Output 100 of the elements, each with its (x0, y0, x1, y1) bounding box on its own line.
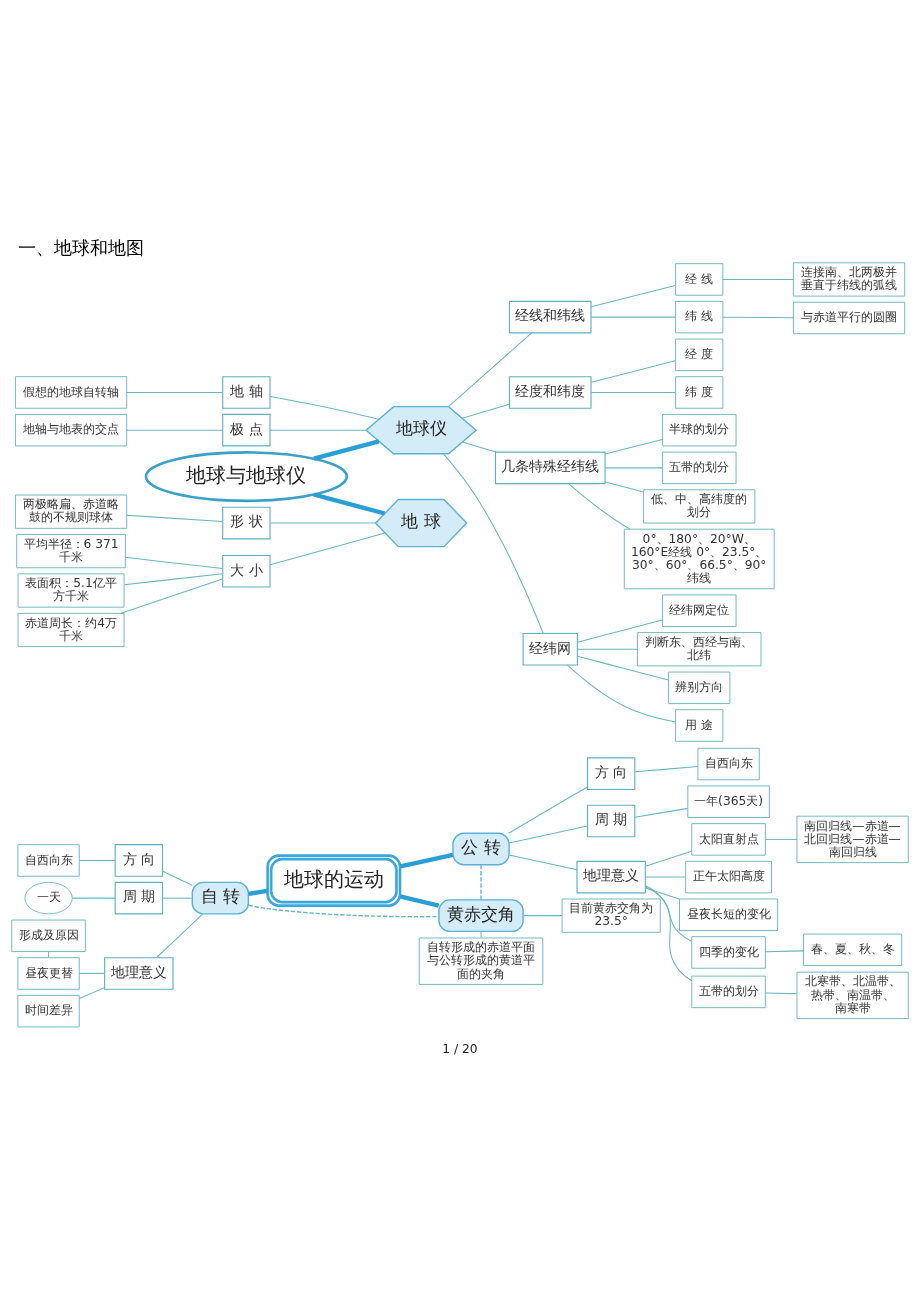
connector (269, 532, 386, 566)
label: 1 / 20 (442, 1041, 478, 1056)
connector (604, 481, 644, 493)
connector (577, 655, 669, 681)
node-box: 自 转 (191, 881, 250, 915)
connector (126, 391, 223, 393)
connector (480, 931, 482, 939)
connector (567, 664, 676, 723)
connector (448, 332, 532, 407)
connector (78, 972, 105, 974)
node-box: 经 度 (675, 338, 724, 372)
node-box: 假想的地球自转轴 (14, 376, 128, 409)
node-box: 形成及原因 (11, 919, 86, 953)
connector (634, 807, 689, 818)
node-box: 极 点 (222, 413, 271, 447)
node-box: 经线和纬线 (508, 300, 592, 334)
node-box: 平均半径：6 371千米 (16, 533, 126, 569)
connector (126, 514, 223, 523)
node-box: 纬 度 (675, 376, 724, 409)
node-box: 判断东、西经与南、北纬 (636, 632, 762, 667)
connector (156, 913, 204, 959)
connector (508, 786, 588, 834)
connector (764, 838, 798, 840)
node-box: 两极略扁、赤道略鼓的不规则球体 (14, 494, 128, 529)
node-box: 昼夜长短的变化 (679, 898, 779, 931)
node-box: 地 轴 (222, 376, 271, 409)
node-box: 表面积：5.1亿平方千米 (17, 573, 125, 608)
connector (247, 904, 440, 918)
connector (644, 886, 693, 942)
connector (644, 876, 686, 878)
connector (269, 522, 376, 524)
connector (644, 887, 680, 900)
node-box: 辨别方向 (668, 671, 731, 705)
connector (576, 648, 638, 650)
node-box: 赤道周长：约4万千米 (17, 612, 125, 648)
connector (461, 403, 510, 419)
connector (764, 992, 798, 995)
node-box: 公 转 (452, 832, 510, 866)
connector (634, 766, 699, 773)
connector (722, 316, 794, 319)
node-box: 方 向 (586, 757, 636, 791)
connector (522, 915, 563, 917)
connector (461, 441, 497, 453)
connector (590, 284, 676, 308)
connector (248, 888, 268, 896)
node-box: 春、夏、秋、冬 (803, 933, 903, 967)
connector (162, 870, 193, 886)
connector (120, 578, 224, 614)
node-box: 五带的划分 (691, 975, 766, 1009)
node-box: 正午太阳高度 (685, 860, 772, 894)
connector (590, 316, 676, 318)
connector (269, 396, 379, 420)
node-box: 方 向 (114, 844, 164, 877)
connector (124, 556, 224, 570)
node-box: 用 途 (675, 709, 724, 742)
node-box: 自西向东 (697, 747, 760, 781)
node-box: 半球的划分 (661, 413, 737, 447)
connector (313, 492, 386, 516)
node-box: 五带的划分 (661, 451, 737, 485)
node-box: 目前黄赤交角为23.5° (561, 898, 661, 933)
node-ellipse: 地球与地球仪 (144, 451, 349, 503)
node-box: 时间差异 (17, 994, 80, 1028)
connector (722, 278, 794, 280)
node-box: 南回归线—赤道—北回归线—赤道—南回归线 (796, 815, 909, 864)
connector (508, 825, 588, 844)
node-box: 经纬网 (522, 632, 578, 666)
connector (508, 854, 578, 871)
node-box: 周 期 (586, 804, 636, 838)
node-box: 大 小 (222, 554, 271, 588)
connector (71, 897, 116, 899)
node-box: 几条特殊经纬线 (494, 451, 606, 485)
connector (604, 438, 663, 455)
node-box: 四季的变化 (691, 936, 766, 969)
connector (577, 619, 663, 643)
node-box: 一年(365天) (687, 785, 770, 818)
node-box: 地理意义 (104, 957, 174, 990)
connector (764, 950, 804, 953)
connector (443, 453, 544, 634)
connector (399, 894, 440, 908)
connector (78, 859, 116, 861)
node-box: 自转形成的赤道平面与公转形成的黄道平面的夹角 (418, 937, 544, 985)
connector (269, 429, 367, 431)
node-box: 昼夜更替 (17, 957, 80, 990)
connector (604, 467, 663, 469)
node-box: 地轴与地表的交点 (14, 413, 128, 447)
connector (399, 852, 454, 869)
node-box: 经 线 (675, 263, 724, 296)
node-box: 经纬网定位 (661, 594, 737, 627)
node-box: 地理意义 (576, 860, 646, 894)
connector (78, 987, 105, 999)
node-ellipse: 一天 (24, 881, 73, 915)
connector (126, 429, 223, 431)
node-box: 自西向东 (17, 844, 80, 877)
node-box: 太阳直射点 (691, 823, 766, 856)
node-box: 北寒带、北温带、热带、南温带、南寒带 (796, 971, 909, 1020)
connector (48, 951, 50, 959)
node-box: 纬 线 (675, 300, 724, 334)
connector (123, 573, 224, 586)
node-box: 低、中、高纬度的划分 (643, 489, 756, 524)
node-box: 黄赤交角 (438, 899, 524, 933)
